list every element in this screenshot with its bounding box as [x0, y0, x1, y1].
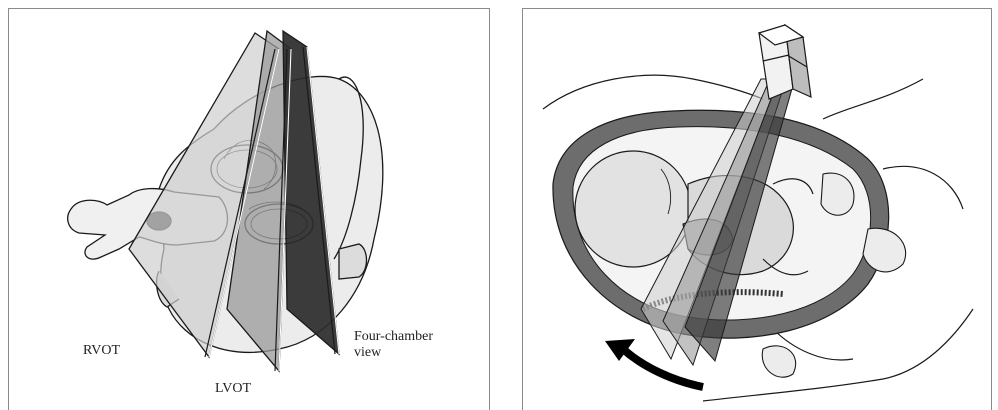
lvot-label: LVOT: [215, 381, 251, 397]
heart-planes-panel: RVOT LVOT Four-chamber view: [8, 8, 490, 410]
rvot-label: RVOT: [83, 343, 120, 359]
fetus-transducer-illustration: [523, 9, 992, 410]
four-chamber-view-label: Four-chamber view: [354, 329, 474, 361]
ultrasound-transducer: [759, 25, 811, 99]
fetus-transducer-panel: [522, 8, 992, 410]
